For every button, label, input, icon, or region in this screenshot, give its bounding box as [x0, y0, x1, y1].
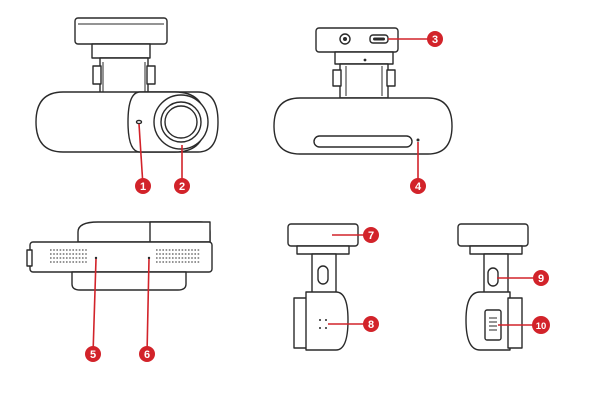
callout-6: 6 — [139, 258, 155, 362]
callout-4: 4 — [410, 142, 426, 194]
callout-10-label: 10 — [536, 321, 547, 332]
callout-4-label: 4 — [415, 181, 422, 193]
callout-3: 3 — [388, 31, 443, 47]
dashcam-side-view-right — [457, 223, 529, 351]
callout-1-label: 1 — [140, 181, 146, 193]
dashcam-rear-view — [273, 27, 453, 155]
dashcam-front-view — [35, 17, 219, 153]
dashcam-bottom-view — [26, 221, 213, 291]
callout-10: 10 — [498, 316, 550, 334]
callout-5-label: 5 — [90, 349, 96, 361]
callout-7-label: 7 — [368, 230, 374, 242]
callout-2-label: 2 — [179, 181, 185, 193]
callout-3-label: 3 — [432, 34, 438, 46]
callout-7: 7 — [332, 227, 379, 243]
callout-5: 5 — [85, 258, 101, 362]
callout-9: 9 — [497, 270, 549, 286]
dashcam-side-view-left — [287, 223, 359, 351]
callout-6-label: 6 — [144, 349, 150, 361]
callout-1: 1 — [135, 123, 151, 194]
callout-8-label: 8 — [368, 319, 374, 331]
callout-9-label: 9 — [538, 273, 544, 285]
callout-2: 2 — [174, 145, 190, 194]
callout-8: 8 — [328, 316, 379, 332]
